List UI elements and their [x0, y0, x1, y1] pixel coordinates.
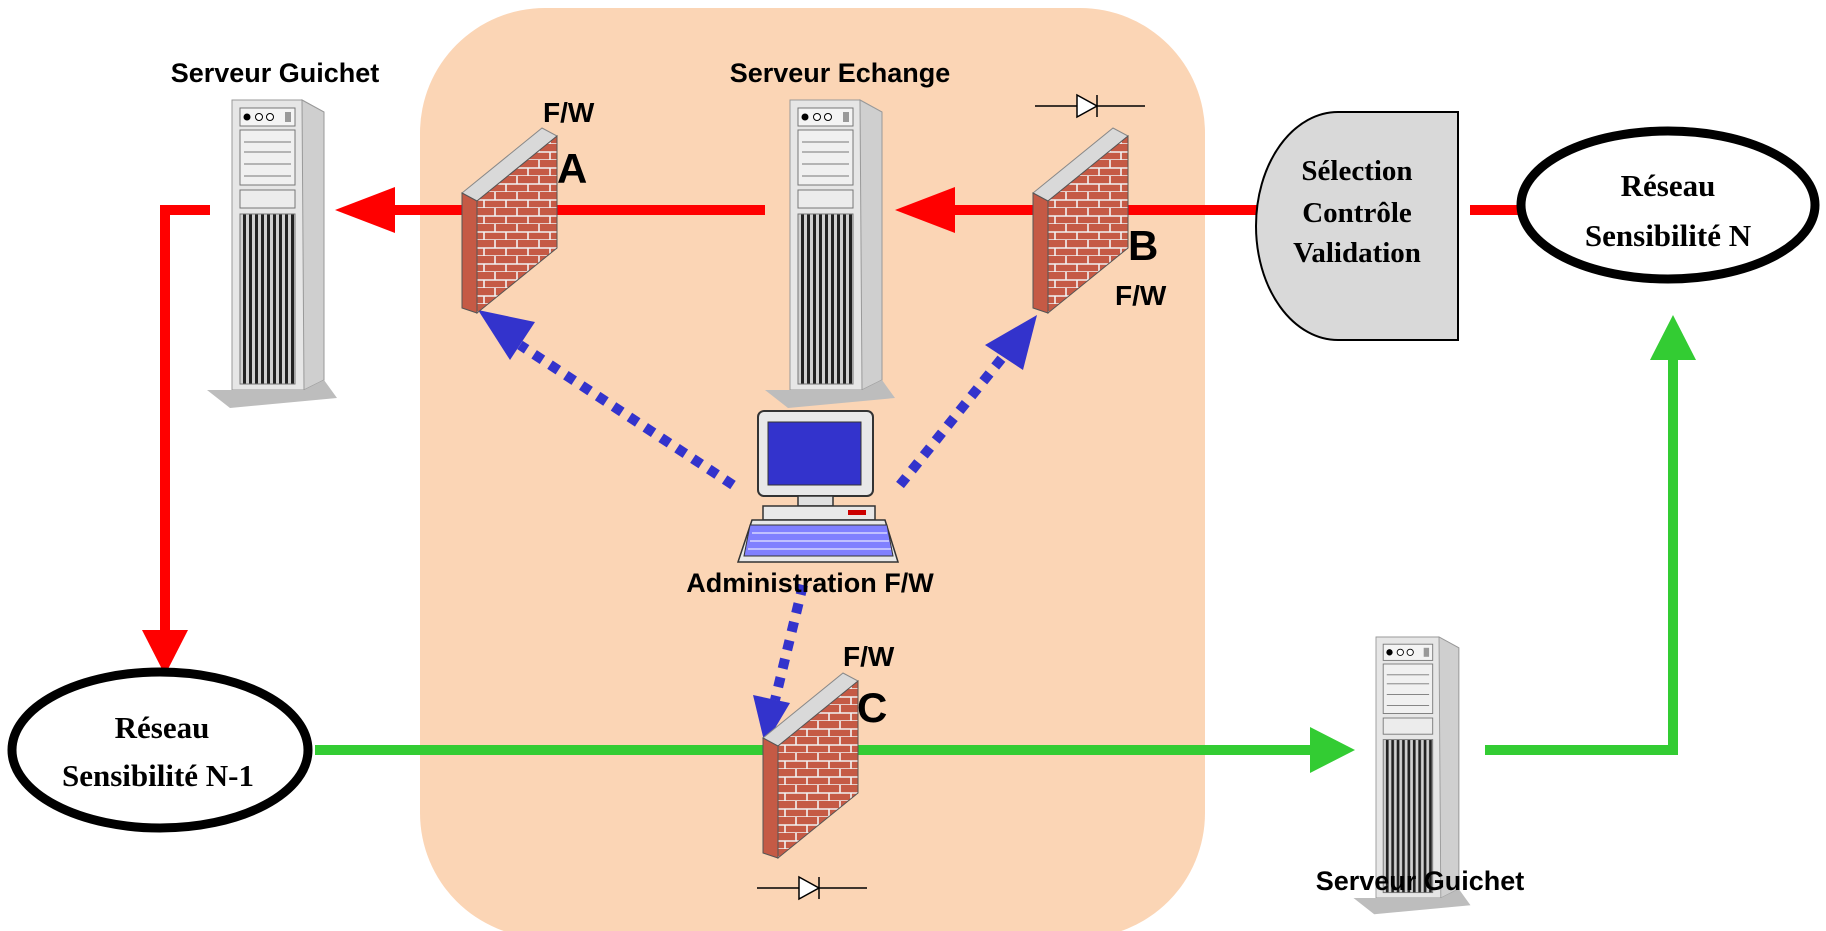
firewall-a-tag: F/W — [543, 97, 595, 128]
admin-arrow-head-a — [478, 310, 535, 360]
validation-label: Validation — [1293, 237, 1421, 269]
admin-label: Administration F/W — [686, 568, 934, 598]
control-label: Contrôle — [1302, 197, 1412, 229]
firewall-b-tag: F/W — [1115, 280, 1167, 311]
network-n1-label-line1: Réseau — [115, 710, 210, 745]
red-arrow-head-exchange — [895, 187, 955, 233]
green-arrow-head-guichet — [1310, 727, 1355, 773]
network-n-ellipse — [1516, 126, 1820, 284]
green-arrow-head-network — [1650, 315, 1696, 360]
network-n1-label-line2: Sensibilité N-1 — [62, 758, 254, 793]
network-n-label-line2: Sensibilité N — [1585, 218, 1751, 253]
admin-computer-icon — [736, 410, 900, 563]
selection-box — [1255, 111, 1459, 341]
firewall-c-letter: C — [857, 684, 887, 731]
network-n-label-line1: Réseau — [1621, 168, 1716, 203]
admin-links — [517, 340, 1006, 702]
network-n1-ellipse — [7, 667, 313, 833]
server-label-top-left: Serveur Guichet — [171, 58, 380, 88]
server-label-bottom-right: Serveur Guichet — [1316, 866, 1525, 896]
red-arrow-head-network — [142, 630, 188, 675]
red-arrow-head-guichet — [335, 187, 395, 233]
admin-arrow-head-b — [985, 315, 1037, 370]
selection-label: Sélection — [1301, 155, 1412, 187]
server-label-exchange: Serveur Echange — [730, 58, 951, 88]
admin-arrow-head-c — [753, 695, 790, 745]
firewall-a-letter: A — [557, 145, 587, 192]
firewall-c-tag: F/W — [843, 641, 895, 672]
server-icon-top-left — [206, 99, 338, 409]
firewall-b-letter: B — [1128, 222, 1158, 269]
